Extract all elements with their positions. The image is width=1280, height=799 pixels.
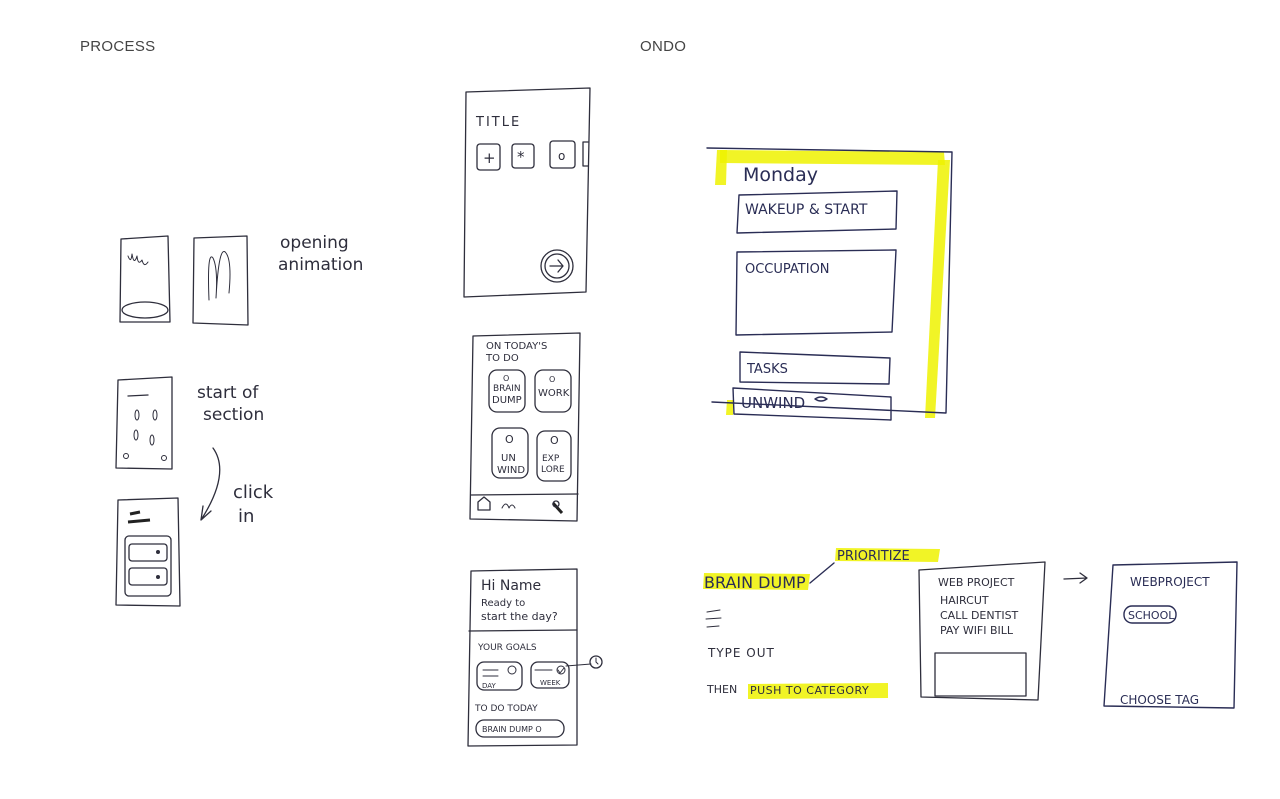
schedule-block-occupation: OCCUPATION — [745, 262, 830, 277]
tile-unwind-line1: UN — [501, 453, 516, 464]
hi-subtitle-line2: start the day? — [481, 610, 558, 623]
arrow-down-icon — [200, 447, 221, 521]
dump-list-item-3: CALL DENTIST — [940, 609, 1019, 622]
tag-screen-title: WEBPROJECT — [1130, 575, 1210, 589]
section-title-process: PROCESS — [80, 38, 156, 55]
schedule-block-wakeup: WAKEUP & START — [745, 202, 868, 218]
note-opening-line2: animation — [278, 255, 363, 275]
home-icon — [477, 496, 491, 511]
hi-subtitle-line1: Ready to — [481, 598, 525, 609]
todo-item-braindump: BRAIN DUMP O — [482, 725, 542, 734]
tile-explore-marker: O — [550, 434, 559, 447]
choose-tag-label: CHOOSE TAG — [1120, 693, 1199, 707]
dump-list-item-1: WEB PROJECT — [938, 576, 1015, 589]
push-prefix-label: THEN — [706, 683, 737, 696]
goal-week-label: WEEK — [540, 679, 561, 687]
hi-greeting: Hi Name — [481, 578, 541, 594]
tile-unwind-marker: O — [505, 433, 514, 446]
note-start-line2: section — [203, 405, 264, 425]
note-click-line1: click — [233, 482, 274, 503]
title-phone-sketch — [463, 87, 591, 298]
braindump-sketch — [703, 548, 1238, 709]
asterisk-icon: * — [517, 148, 525, 166]
tile-explore-line1: EXP — [542, 454, 560, 464]
schedule-block-unwind: UNWIND — [741, 394, 805, 412]
schedule-block-tasks: TASKS — [746, 362, 788, 377]
tile-explore-line2: LORE — [541, 465, 565, 475]
circle-icon: o — [558, 149, 565, 163]
today-phone-sketch — [469, 332, 581, 522]
type-out-label: TYPE OUT — [707, 646, 775, 660]
today-heading-line1: ON TODAY'S — [486, 341, 547, 352]
dump-list-item-2: HAIRCUT — [940, 594, 989, 607]
arrow-right-icon — [1063, 572, 1088, 584]
tile-braindump-line2: DUMP — [492, 395, 522, 406]
opening-animation-sketch — [119, 235, 249, 326]
note-start-line1: start of — [197, 383, 259, 403]
tag-chip-school: SCHOOL — [1128, 609, 1175, 622]
tile-unwind-line2: WIND — [497, 465, 525, 476]
plus-icon: + — [483, 149, 496, 167]
search-icon — [551, 501, 564, 515]
start-of-section-sketch — [115, 376, 173, 470]
braindump-title: BRAIN DUMP — [704, 573, 806, 592]
tile-work-marker: O — [549, 375, 555, 384]
section-title-ondo: ONDO — [640, 38, 687, 55]
tile-braindump-marker: O — [503, 374, 509, 383]
tile-work-label: WORK — [538, 388, 570, 399]
schedule-day: Monday — [743, 164, 818, 186]
note-opening-line1: opening — [280, 233, 349, 253]
click-in-sketch — [115, 497, 181, 607]
note-click-line2: in — [238, 506, 254, 527]
schedule-sketch — [706, 147, 953, 421]
push-to-category-label: PUSH TO CATEGORY — [750, 684, 869, 697]
phone-title-label: TITLE — [475, 115, 521, 130]
goal-day-label: DAY — [482, 682, 497, 690]
prioritize-label: PRIORITIZE — [837, 549, 910, 564]
todo-today-label: TO DO TODAY — [474, 704, 538, 714]
arrow-right-icon — [549, 259, 564, 273]
hi-phone-sketch — [467, 568, 603, 747]
dump-list-item-4: PAY WIFI BILL — [940, 624, 1014, 637]
tile-braindump-line1: BRAIN — [493, 384, 521, 394]
today-heading-line2: TO DO — [485, 353, 519, 364]
goals-label: YOUR GOALS — [477, 643, 537, 653]
squiggle-icon — [501, 503, 516, 509]
